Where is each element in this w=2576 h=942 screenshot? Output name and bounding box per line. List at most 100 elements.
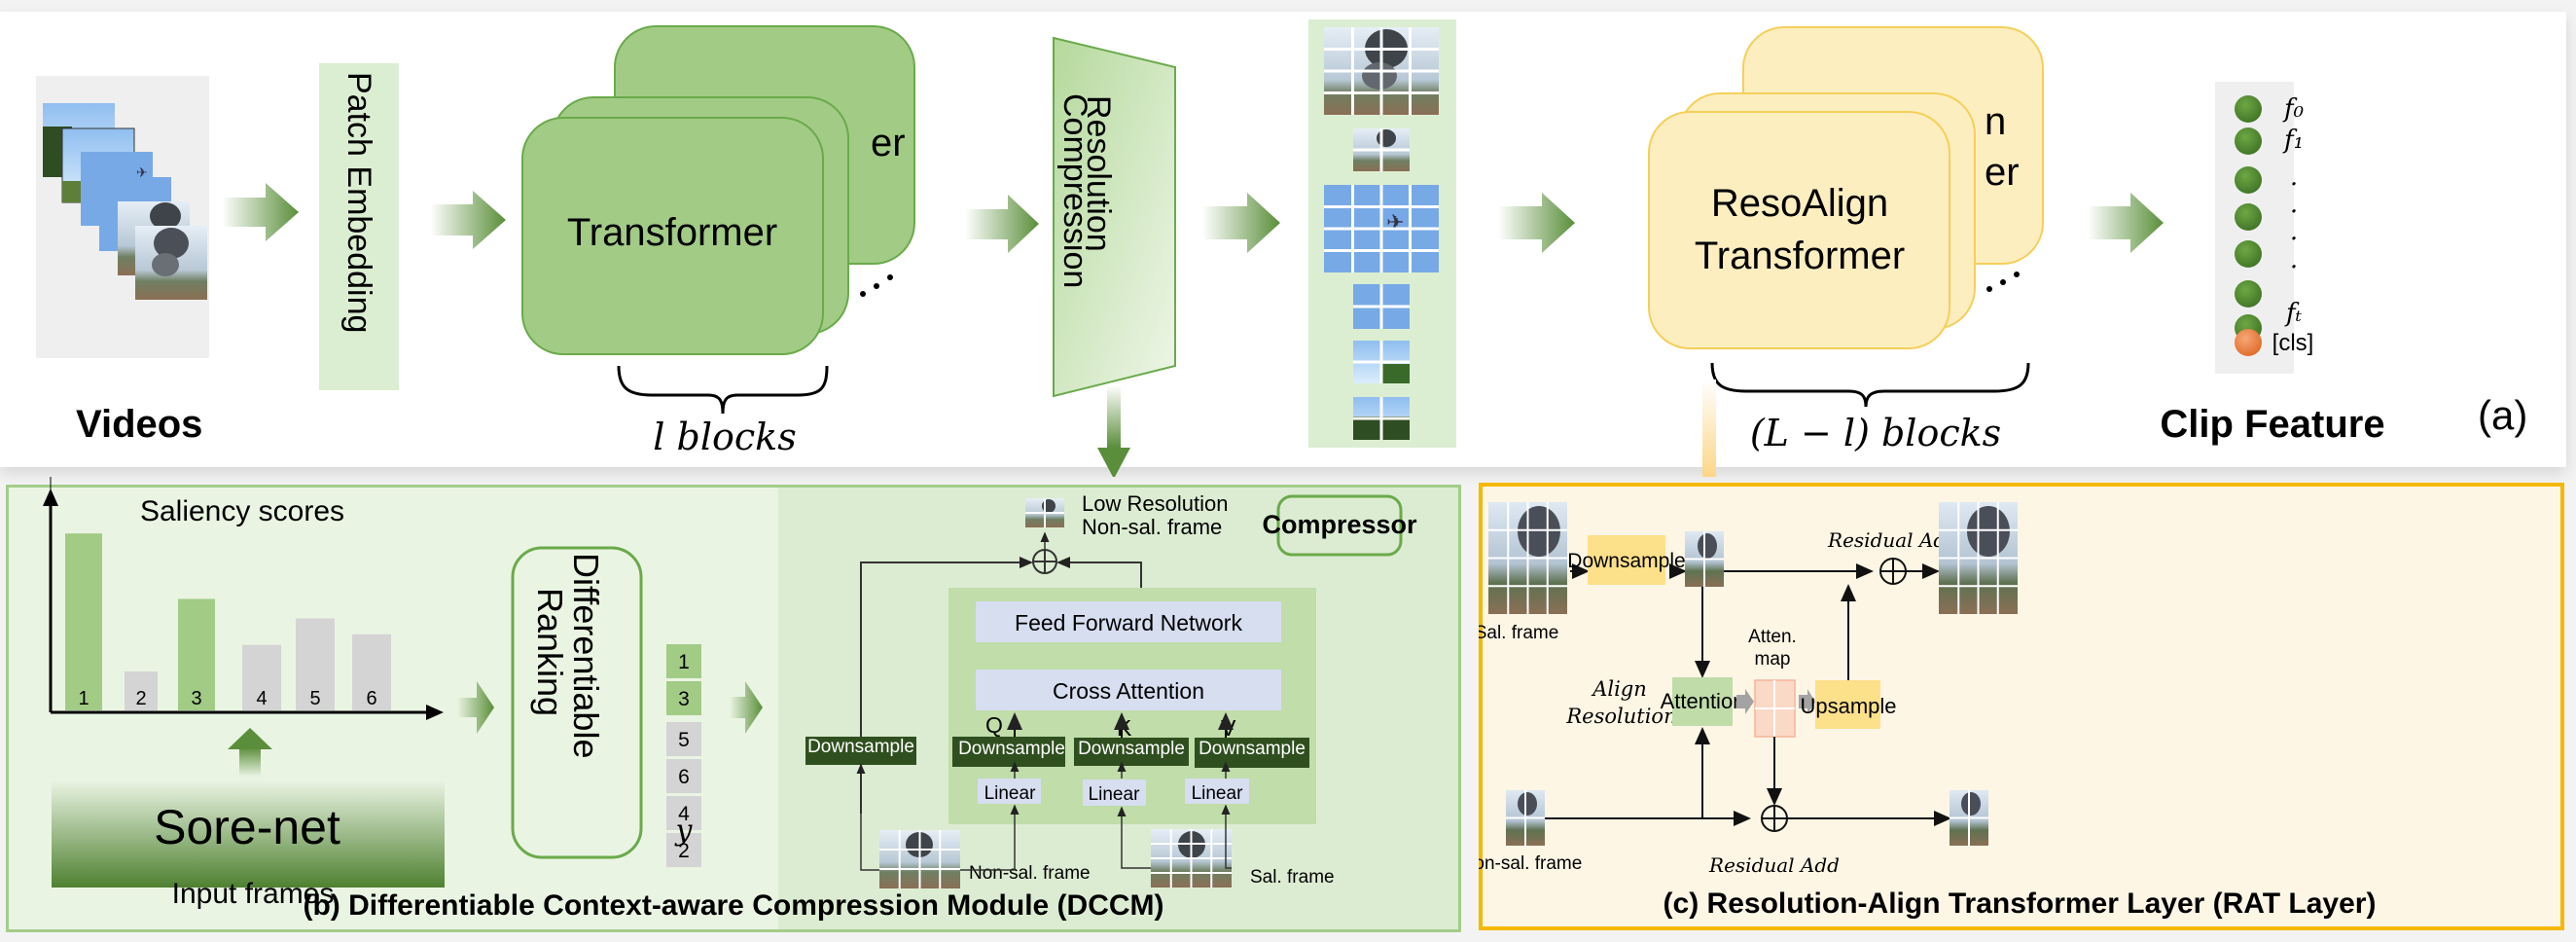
saliency-bar-2 [125,671,158,710]
feature-token-dot [2235,240,2262,268]
cls-token-label: [cls] [2272,330,2314,356]
atten-map-label-2: map [1755,649,1791,670]
svg-text:✈: ✈ [1386,210,1404,235]
l-minus-l-blocks-label: (L − l) blocks [1750,412,2001,454]
resolution-compression-label-2: Compression [1056,93,1093,289]
rat-diagram: Sal. frame Downsample Residual Add Align… [1479,502,2377,920]
transformer-back-label: er [871,122,906,164]
k-label: K [1117,715,1132,741]
svg-text:✈: ✈ [136,164,148,180]
downsample-block-skip [805,737,916,765]
ranked-item-label: 5 [678,729,690,751]
linear-label-q: Linear [984,783,1036,804]
saliency-bar-label: 5 [309,688,320,709]
dccm-title: (b) Differentiable Context-aware Compres… [303,889,1163,922]
linear-label-k: Linear [1089,784,1140,805]
downsample-label-v: Downsample [1199,739,1306,759]
resoalign-label-2: Transformer [1695,235,1905,277]
rat-residual-add-bottom-label: Residual Add [1708,853,1840,877]
resolution-compression-block [1053,36,1176,398]
rat-attention-block [1672,677,1733,726]
feature-token-label: fₜ [2284,299,2303,328]
ranked-item [666,644,701,678]
ranked-item-label: 3 [678,688,690,710]
ranked-item-label: 2 [678,840,690,862]
ranked-item-label: 1 [678,651,690,673]
resoalign-stack: n er ResoAlign Transformer [1648,26,2044,349]
feature-token-dot [2235,203,2262,231]
panel-a-tag: (a) [2478,392,2527,438]
sal-frame-label: Sal. frame [1250,867,1335,888]
input-frames-label: Input frames [172,878,335,910]
ranked-item [666,722,701,756]
ranked-item [666,681,701,715]
score-net-label: Sore-net [154,800,340,854]
compressor-label: Compressor [1262,510,1417,539]
rat-down-arrow [1702,380,1716,477]
overview-diagram: ✈ Videos er Transformer l blocks [36,19,2527,477]
rat-upsample-label: Upsample [1800,694,1896,718]
feature-token-label: . [2290,217,2298,246]
linear-label-v: Linear [1192,783,1243,804]
saliency-title: Saliency scores [140,495,344,527]
feature-token-label: . [2290,245,2298,274]
feature-token-label: f₁ [2282,126,2304,155]
feature-token-label: f₀ [2282,94,2305,124]
flow-arrow [457,681,494,734]
compressor-tag-box [1276,494,1403,557]
saliency-bar-label: 3 [191,688,201,709]
ellipsis-dots [860,274,893,297]
transformer-block-front [521,117,824,355]
linear-block-v [1185,779,1249,804]
resoalign-label-1: ResoAlign [1711,182,1888,225]
saliency-bar-6 [352,634,391,710]
resoalign-block-front [1648,111,1950,349]
flow-arrow [1498,193,1575,253]
linear-block-k [1083,779,1146,806]
feature-token-dot [2235,95,2262,123]
ranked-item [666,796,701,830]
saliency-bar-5 [296,618,335,710]
feature-token-dot [2235,127,2262,155]
non-sal-frame-label: Non-sal. frame [969,863,1091,884]
flow-arrow [965,195,1039,253]
rat-attention-label: Attention [1661,689,1745,713]
x-axis-arrow [426,705,444,720]
downsample-label-skip: Downsample [807,737,914,757]
v-label: V [1221,715,1236,741]
transformer-label: Transformer [567,211,777,254]
rat-residual-add-top-label: Residual Add [1827,528,1958,552]
grey-arrow [1736,689,1754,714]
flow-arrow [2088,193,2164,253]
flow-arrow [730,681,763,734]
video-frames-stack: ✈ [36,76,209,358]
patch-embedding-block [319,63,399,390]
y-label: y [674,814,694,848]
align-label-1: Align [1591,677,1647,701]
linear-block-q [978,779,1041,804]
downsample-block-k [1074,738,1189,766]
cls-token-dot [2235,329,2262,356]
saliency-bar-label: 4 [256,688,267,709]
saliency-bar-4 [242,644,281,710]
rat-sal-frame-label: Sal. frame [1479,623,1558,643]
l-blocks-label: l blocks [653,416,796,458]
saliency-bar-label: 2 [135,688,146,709]
ffn-block [976,601,1281,642]
saliency-bar-3 [178,598,215,710]
resoalign-back-label-1: n [1985,100,2006,143]
cross-attention-label: Cross Attention [1053,678,1204,704]
low-res-label-2: Non-sal. frame [1082,515,1222,539]
low-res-output-frame [1025,498,1064,527]
flow-arrow [222,183,299,241]
flow-arrow [1202,193,1280,253]
patch-embedding-label: Patch Embedding [340,72,377,334]
ranking-label-2: Ranking [530,588,570,717]
differentiable-ranking-block [511,546,643,859]
ranked-item [666,833,701,867]
rat-title: (c) Resolution-Align Transformer Layer (… [1664,888,2377,920]
